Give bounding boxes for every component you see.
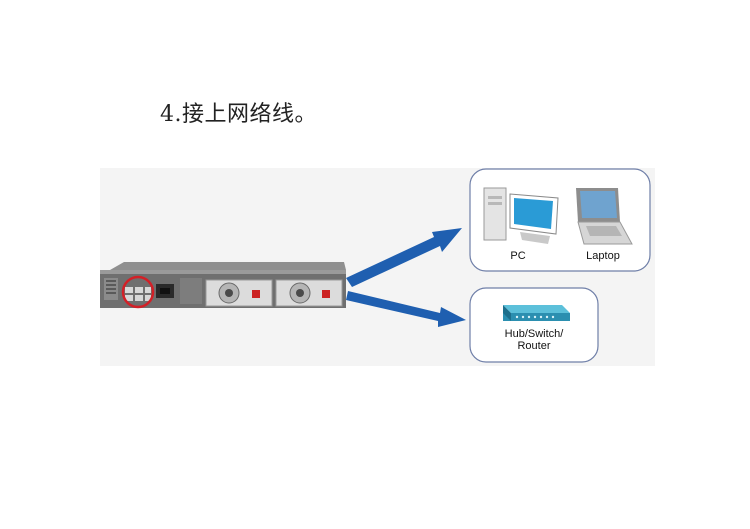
pc-icon [483, 187, 559, 244]
lan-port-highlight-circle [121, 275, 155, 309]
power-supply-2 [275, 279, 343, 307]
hub-card [469, 287, 599, 363]
arrow-to-pc-laptop [346, 228, 462, 287]
hub-label-line-2: Router [517, 340, 551, 352]
hub-label-line-1: Hub/Switch/ [504, 328, 564, 340]
arrow-to-hub [346, 291, 466, 327]
server-rear-panel [100, 262, 346, 309]
pc-label: PC [510, 250, 526, 262]
step-heading: 4.接上网络线。 [160, 102, 317, 127]
laptop-label: Laptop [586, 250, 620, 262]
hub-label: Hub/Switch/ Router [494, 328, 574, 352]
laptop-icon [576, 188, 633, 245]
power-supply-1 [205, 279, 273, 307]
hub-icon [503, 305, 570, 321]
ethernet-ports [125, 287, 151, 301]
